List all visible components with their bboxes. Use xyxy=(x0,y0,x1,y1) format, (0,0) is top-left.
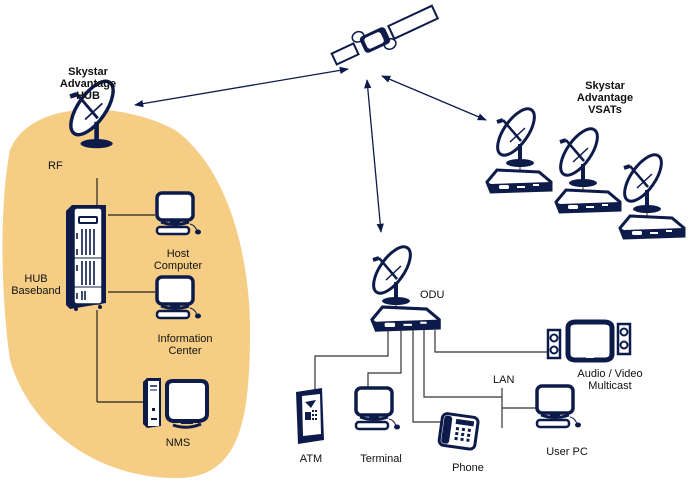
vsat-modem-icon xyxy=(618,214,686,240)
remote-wiring xyxy=(314,330,548,428)
vsat-modem-icon xyxy=(485,168,553,194)
host-computer-label: Host Computer xyxy=(153,248,203,272)
phone-label: Phone xyxy=(452,462,484,474)
information-center-label: Information Center xyxy=(157,333,213,357)
av-speakers-monitor-icon xyxy=(546,319,632,363)
audio-video-label: Audio / Video Multicast xyxy=(577,368,643,392)
terminal-label: Terminal xyxy=(360,453,402,465)
vsat-dish-icon xyxy=(615,146,671,215)
atm-label: ATM xyxy=(299,453,323,465)
link-satellite-vsats xyxy=(381,75,487,121)
satellite-icon xyxy=(330,4,440,66)
rf-label: RF xyxy=(48,160,63,172)
vsat-dish-icon xyxy=(551,120,607,189)
odu-modem-icon xyxy=(370,305,441,332)
user-pc-icon xyxy=(535,384,583,430)
nms-icon xyxy=(143,378,209,429)
odu-dish-icon xyxy=(364,238,420,307)
vsat-3 xyxy=(615,146,686,240)
odu-label: ODU xyxy=(420,289,445,301)
hub-baseband-label: HUB Baseband xyxy=(11,273,61,297)
hub-wiring xyxy=(96,178,155,403)
link-satellite-odu xyxy=(364,79,384,233)
phone-icon xyxy=(437,412,480,451)
vsat-dish-icon xyxy=(488,100,544,169)
terminal-icon xyxy=(354,386,402,432)
lan-label: LAN xyxy=(493,374,515,386)
vsat-modem-icon xyxy=(554,188,622,214)
nms-label: NMS xyxy=(165,437,191,449)
hub-title-label: Skystar Advantage HUB xyxy=(59,66,117,102)
server-rack-icon xyxy=(66,205,106,311)
link-hub-satellite xyxy=(134,66,349,108)
atm-icon xyxy=(296,388,324,444)
vsat-1 xyxy=(485,100,553,194)
user-pc-label: User PC xyxy=(546,446,588,458)
vsats-title-label: Skystar Advantage VSATs xyxy=(576,80,634,116)
vsat-2 xyxy=(551,120,622,214)
